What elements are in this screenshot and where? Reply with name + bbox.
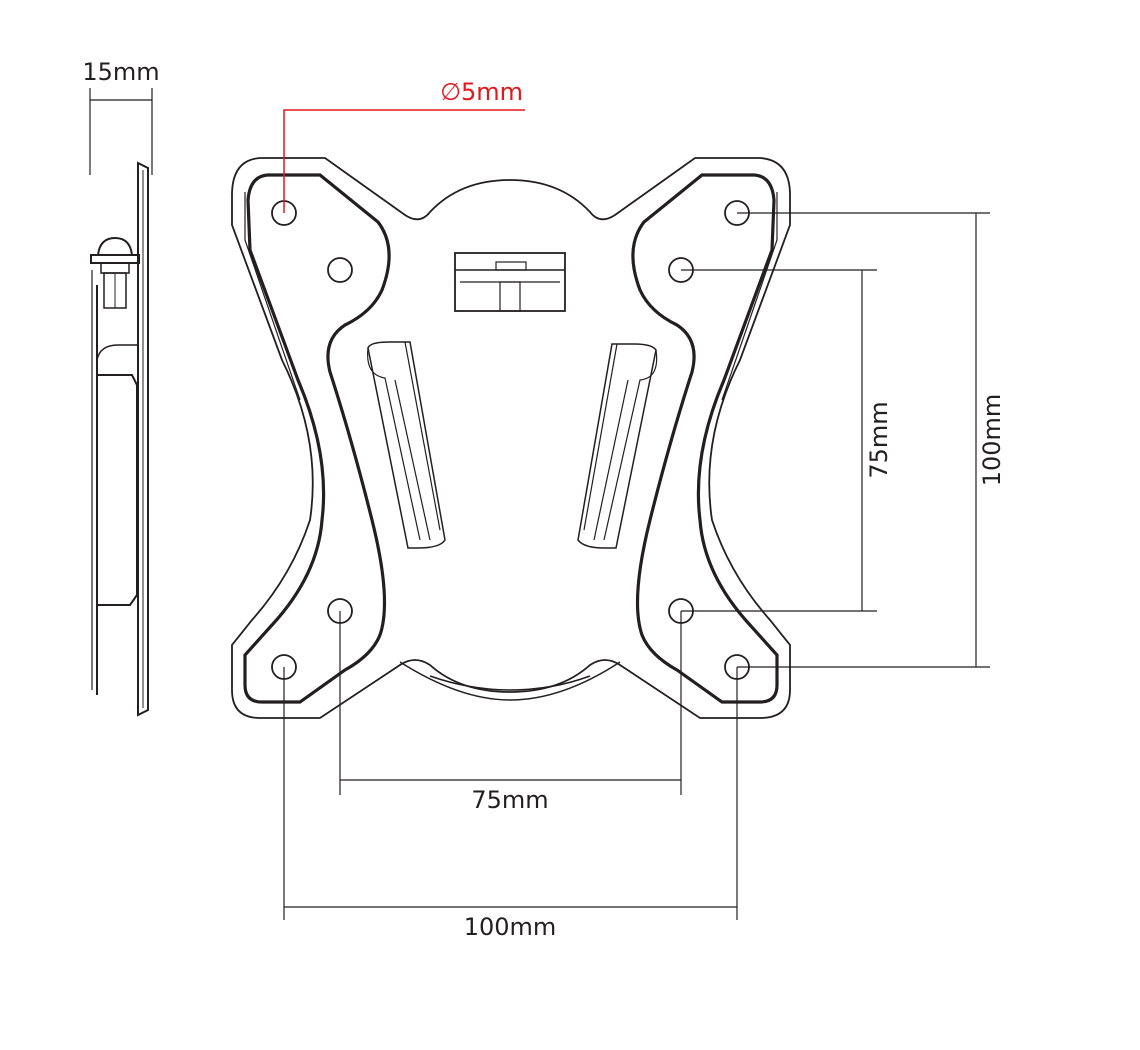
side-bracket-body (97, 374, 138, 606)
diameter-symbol: ∅ (440, 78, 461, 106)
right-hook-slot (577, 343, 658, 549)
right-slot-outline (577, 343, 657, 549)
diameter-value: 5mm (461, 78, 523, 106)
hole-diameter-label: ∅5mm (440, 78, 523, 106)
left-slot-groove (394, 379, 431, 541)
left-hook-slot (367, 341, 446, 549)
hole-diameter-leader (283, 109, 525, 213)
plate-edge-right-upper (721, 192, 778, 401)
latch-tab (495, 261, 527, 271)
side-screw-nut (100, 262, 130, 274)
outer-width-dimension: 100mm (283, 667, 738, 941)
left-slot-edge (404, 341, 441, 531)
inner-height-dimension: 75mm (681, 269, 893, 612)
left-slot-outline (367, 341, 446, 549)
hole-75-top-left (327, 257, 353, 283)
plate-bottom-arc (399, 661, 621, 701)
side-bracket-curve (96, 344, 138, 361)
right-slot-inner (603, 349, 658, 541)
inner-width-label: 75mm (471, 786, 548, 814)
inner-height-label: 75mm (865, 401, 893, 478)
center-latch (454, 252, 566, 312)
front-plate (231, 157, 791, 719)
right-slot-groove (593, 379, 629, 541)
plate-inner-rim (243, 173, 391, 704)
left-slot-inner (367, 347, 421, 541)
plate-bottom-arc-inner (429, 675, 591, 691)
outer-height-label: 100mm (978, 394, 1006, 487)
side-screw-head (96, 236, 134, 256)
inner-width-dimension: 75mm (339, 611, 682, 814)
outer-height-dimension: 100mm (737, 212, 1006, 668)
plate-outer-outline (231, 157, 791, 719)
outer-width-label: 100mm (464, 913, 557, 941)
side-view: 15mm (82, 58, 160, 717)
side-screw-washer (90, 254, 140, 264)
latch-slot (499, 281, 521, 312)
plate-edge-left-upper (244, 192, 301, 401)
right-slot-edge (583, 343, 618, 531)
hole-diameter-callout: ∅5mm (283, 78, 525, 213)
plate-inner-rim-right (631, 173, 779, 704)
side-thickness-label: 15mm (82, 58, 159, 86)
